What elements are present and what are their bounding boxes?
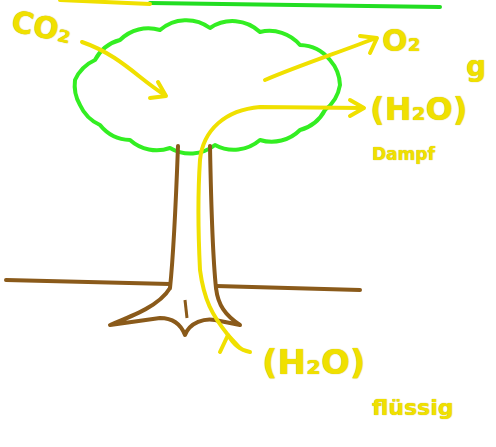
- formula-label: (H₂O): [262, 344, 365, 381]
- top-yellow-line: [60, 0, 150, 4]
- trunk-highlight: [179, 260, 211, 284]
- state-label: flüssig: [372, 396, 453, 420]
- formula-label: CO₂: [9, 4, 75, 49]
- water-path: [199, 107, 364, 352]
- o2-arrowhead: [360, 36, 377, 53]
- state-label: Dampf: [372, 145, 435, 164]
- co2-arrowhead: [150, 82, 166, 98]
- formula-label: (H₂O): [370, 92, 467, 127]
- water-liquid-arrowhead: [220, 335, 240, 352]
- green-line: [150, 3, 440, 7]
- o2-arrow: [265, 38, 376, 80]
- co2-arrow: [82, 42, 165, 95]
- trunk-left: [170, 146, 178, 288]
- ground-line: [6, 280, 360, 290]
- state-label: g: [466, 52, 486, 83]
- trunk-right: [210, 146, 216, 288]
- root-tip: [185, 300, 187, 318]
- formula-label: O₂: [382, 24, 421, 57]
- water-vapour-arrowhead: [350, 100, 364, 116]
